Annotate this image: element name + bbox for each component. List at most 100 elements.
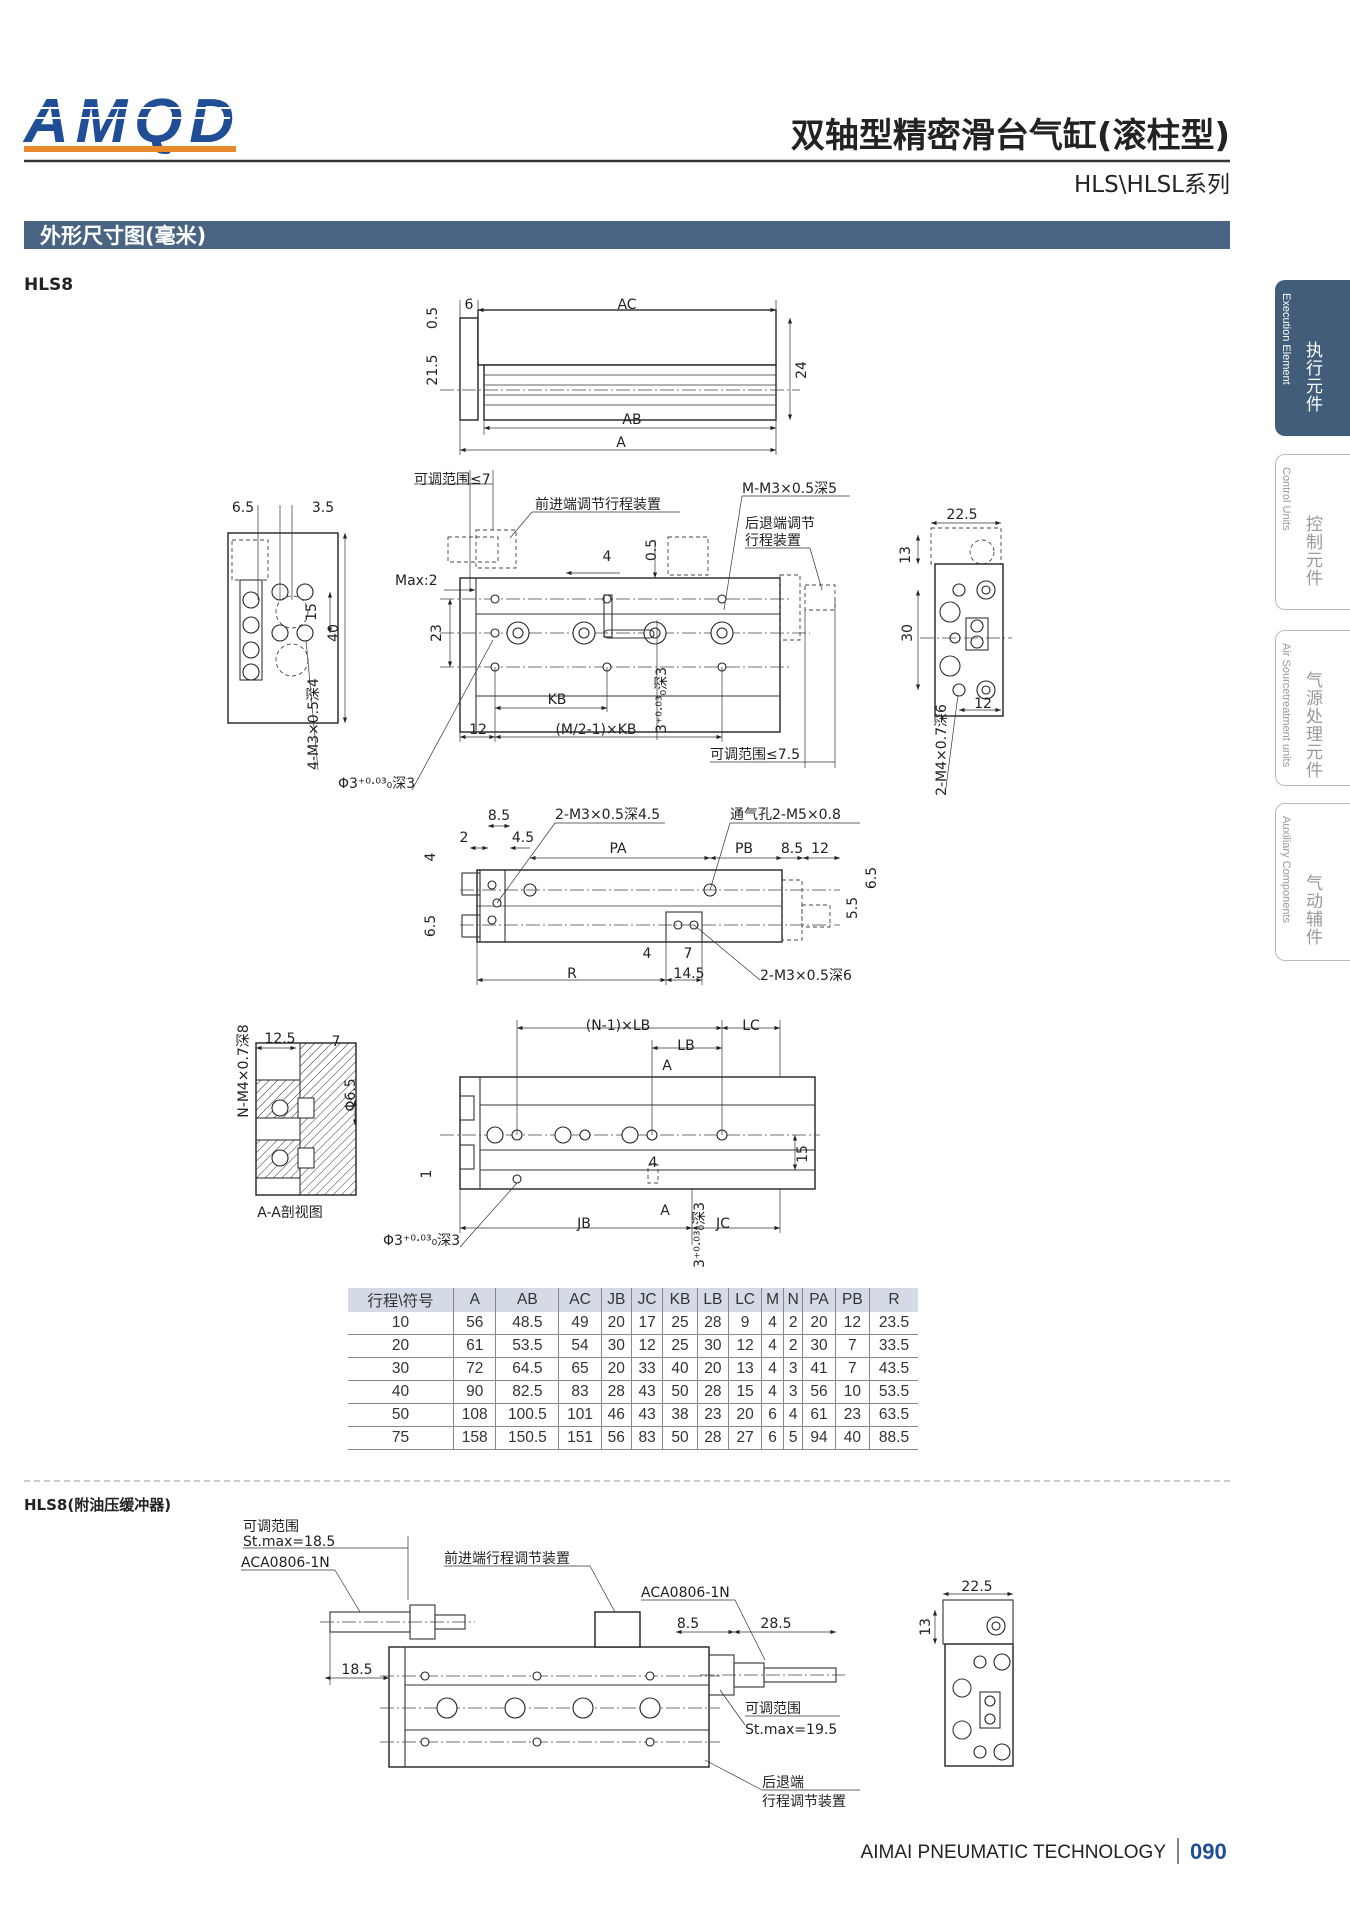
table-cell: 30 — [348, 1357, 454, 1381]
table-cell: 5 — [783, 1426, 803, 1450]
dim-13: 13 — [898, 546, 914, 564]
dim-7: 7 — [684, 946, 693, 962]
phi-pin-note: Φ3⁺⁰·⁰³₀深3 — [338, 776, 415, 792]
table-cell: 65 — [558, 1357, 602, 1381]
dim-14-5: 14.5 — [673, 966, 704, 982]
table-cell: 4 — [783, 1403, 803, 1427]
table-cell: 61 — [453, 1334, 496, 1358]
table-cell: 38 — [662, 1403, 698, 1427]
pin-note-plan: 3⁺⁰·⁰³₀深3 — [692, 1202, 708, 1268]
thread-note-right: 2-M4×0.7深6 — [934, 704, 950, 796]
logo-text: AMQD — [22, 87, 234, 156]
section-mark-a-bottom: A — [660, 1203, 670, 1219]
dim-4-plan: 4 — [649, 1155, 658, 1171]
front-adjuster-label: 前进端调节行程装置 — [535, 496, 661, 513]
logo-underline — [24, 146, 236, 152]
column-header: M — [761, 1288, 784, 1312]
side-tab-air-source-treatment[interactable]: Air Sourcetreatment units 气源处理元件 — [1275, 630, 1350, 786]
table-cell: 90 — [453, 1380, 496, 1404]
table-cell: 30 — [600, 1334, 632, 1358]
dim-12: 12 — [469, 722, 487, 738]
table-cell: 50 — [662, 1380, 698, 1404]
table-cell: 56 — [453, 1312, 496, 1335]
table-cell: 30 — [696, 1334, 729, 1358]
section-caption: A-A剖视图 — [257, 1205, 323, 1221]
table-cell: 41 — [802, 1357, 836, 1381]
table-cell: 100.5 — [495, 1403, 559, 1427]
dim-30: 30 — [900, 624, 916, 642]
rear-adjuster-label-buffer-1: 后退端 — [762, 1775, 804, 1791]
table-cell: 4 — [761, 1312, 784, 1335]
table-cell: 3 — [783, 1357, 803, 1381]
stroke-max-left: St.max=18.5 — [243, 1534, 335, 1550]
column-header: R — [868, 1288, 918, 1312]
dim-28-5: 28.5 — [760, 1616, 791, 1632]
adj-range-7-5: 可调范围≤7.5 — [710, 746, 800, 763]
column-header: PA — [802, 1288, 836, 1312]
side-tab-en: Control Units — [1280, 467, 1292, 531]
dim-ab: AB — [622, 412, 641, 428]
column-header: LB — [696, 1288, 729, 1312]
table-cell: 43 — [630, 1380, 663, 1404]
bottom-plan-view: (N-1)×LB LC LB A 15 4 A 1 JB JC 3⁺⁰·⁰³₀深… — [383, 1018, 820, 1268]
dim-lb: LB — [677, 1038, 694, 1054]
side-tab-en: Air Sourcetreatment units — [1280, 643, 1292, 768]
side-tab-zh: 气源处理元件 — [1302, 671, 1322, 779]
table-cell: 6 — [761, 1403, 784, 1427]
table-cell: 4 — [761, 1357, 784, 1381]
dim-jb: JB — [576, 1216, 591, 1232]
thread-note: 4-M3×0.5深4 — [306, 678, 322, 770]
table-cell: 4 — [761, 1334, 784, 1358]
table-cell: 61 — [802, 1403, 836, 1427]
dim-6-5-left: 6.5 — [423, 915, 439, 937]
column-header: A — [453, 1288, 496, 1312]
table-cell: 2 — [783, 1334, 803, 1358]
dim-2: 2 — [460, 830, 469, 846]
adj-range-left: 可调范围 — [243, 1518, 299, 1535]
dim-4-5: 4.5 — [512, 830, 534, 846]
table-cell: 12 — [630, 1334, 663, 1358]
dim-jc: JC — [715, 1216, 730, 1232]
column-header: 行程\符号 — [348, 1288, 454, 1312]
side-tab-execution-element[interactable]: Execution Element 执行元件 — [1275, 280, 1350, 436]
section-mark-a-top: A — [662, 1058, 672, 1074]
dim-lc: LC — [742, 1018, 760, 1034]
table-cell: 72 — [453, 1357, 496, 1381]
table-cell: 25 — [662, 1312, 698, 1335]
table-cell: 56 — [802, 1380, 836, 1404]
dim-15-plan: 15 — [795, 1145, 811, 1163]
side-tab-en: Auxiliary Components — [1280, 816, 1292, 923]
side-tab-zh: 执行元件 — [1302, 341, 1322, 413]
front-adjuster-label-buffer: 前进端行程调节装置 — [444, 1550, 570, 1567]
dim-8-5: 8.5 — [488, 808, 510, 824]
dim-0-5: 0.5 — [425, 307, 441, 329]
side-tab-en: Execution Element — [1280, 293, 1292, 385]
side-tab-auxiliary-components[interactable]: Auxiliary Components 气动辅件 — [1275, 803, 1350, 961]
dim-22-5-buffer: 22.5 — [961, 1579, 992, 1595]
column-header: LC — [728, 1288, 762, 1312]
dim-pa: PA — [609, 841, 627, 857]
section-view: N-M4×0.7深8 12.5 7 Φ6.5 A-A剖视图 — [236, 1024, 359, 1221]
table-cell: 13 — [728, 1357, 762, 1381]
table-cell: 28 — [696, 1312, 729, 1335]
dim-12-5: 12.5 — [264, 1031, 295, 1047]
table-cell: 25 — [662, 1334, 698, 1358]
table-cell: 53.5 — [868, 1380, 918, 1404]
dim-22-5: 22.5 — [946, 507, 977, 523]
table-cell: 20 — [728, 1403, 762, 1427]
side-tab-control-units[interactable]: Control Units 控制元件 — [1275, 454, 1350, 610]
dim-ac: AC — [617, 297, 636, 313]
rear-adjuster-label-1: 后退端调节 — [745, 516, 815, 532]
table-cell: 151 — [558, 1426, 602, 1450]
table-cell: 27 — [728, 1426, 762, 1450]
rear-adjuster-label-buffer-2: 行程调节装置 — [762, 1794, 846, 1810]
dim-1: 1 — [419, 1170, 435, 1179]
dim-21-5: 21.5 — [425, 354, 441, 385]
side-tab-zh: 气动辅件 — [1302, 874, 1322, 946]
table-cell: 40 — [348, 1380, 454, 1404]
